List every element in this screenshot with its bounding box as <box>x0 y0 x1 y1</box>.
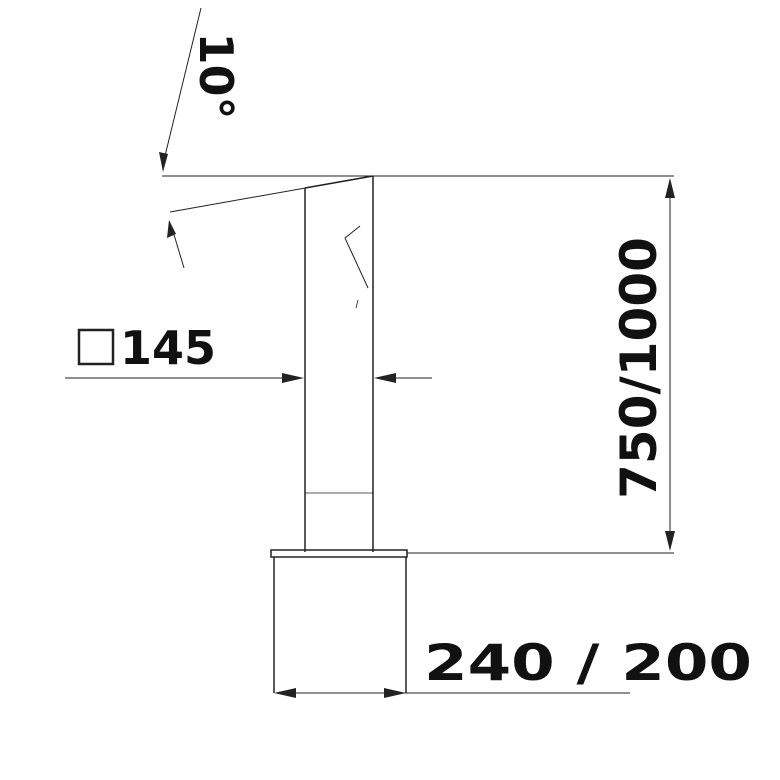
base-width-label: 240 / 200 <box>424 634 752 692</box>
height-arrow-bottom <box>665 531 675 551</box>
base-width-arrow-left <box>274 688 296 698</box>
angle-arrow-upper <box>159 152 168 172</box>
height-label: 750/1000 <box>610 237 668 499</box>
angle-dimension: 10° <box>159 7 374 269</box>
column-body <box>304 175 374 552</box>
angle-arc-upper <box>163 7 202 161</box>
section-dimension: 145 <box>65 321 432 383</box>
base <box>270 549 408 693</box>
angle-label: 10° <box>189 32 243 119</box>
base-width-arrow-right <box>384 688 406 698</box>
section-arrow-right <box>374 373 396 383</box>
height-dimension: 750/1000 <box>373 175 675 554</box>
base-plate <box>270 549 408 558</box>
angle-arrow-lower <box>167 220 176 238</box>
column-inner-mark <box>355 299 359 309</box>
square-section-icon <box>77 328 115 366</box>
section-arrow-left <box>282 373 304 383</box>
height-arrow-top <box>665 178 675 198</box>
base-width-dimension: 240 / 200 <box>274 634 752 698</box>
section-label: 145 <box>120 321 216 375</box>
column-cutout-notch <box>344 225 369 289</box>
angle-slope-line <box>169 175 374 213</box>
